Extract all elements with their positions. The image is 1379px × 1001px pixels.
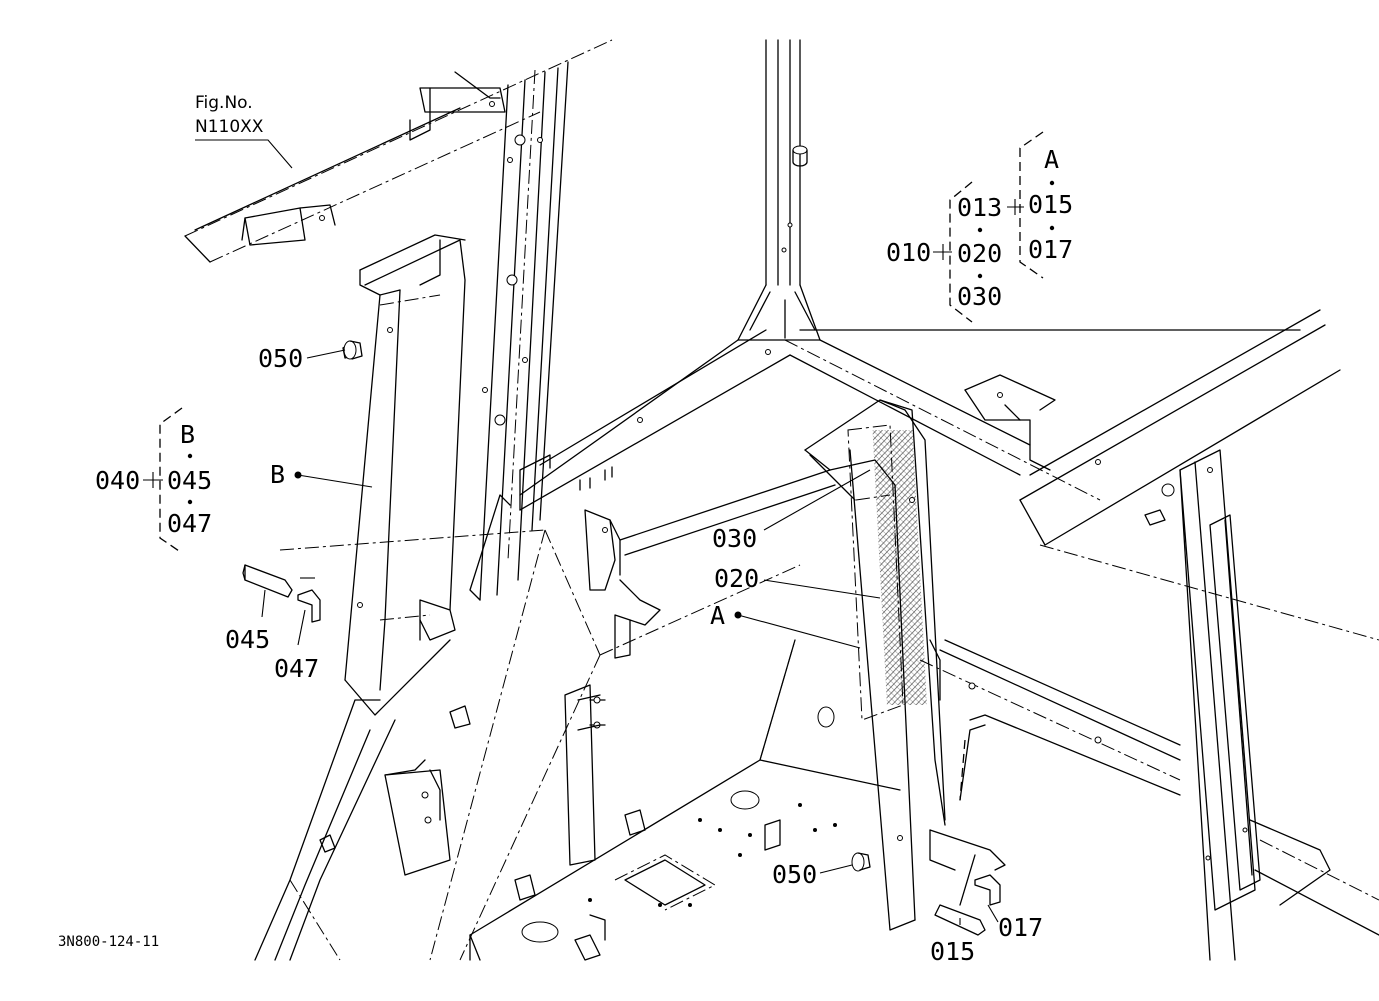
group-a-sub-030: 030	[957, 282, 1002, 311]
fig-ref-title: Fig.No.	[195, 93, 253, 113]
group-b-marker: B	[180, 420, 195, 449]
callout-047: 047	[274, 654, 319, 683]
group-a-tree: 010 013 020 030 A 015 017	[886, 131, 1073, 323]
drawing-code: 3N800-124-11	[58, 934, 159, 950]
leader-lines	[195, 139, 999, 925]
floor-beams	[519, 329, 1301, 511]
left-post	[469, 61, 569, 601]
callout-017: 017	[998, 913, 1043, 942]
upper-rail	[184, 39, 613, 263]
part-045	[242, 564, 293, 598]
group-a-subsub-015: 015	[1028, 190, 1073, 219]
callout-030: 030	[712, 524, 757, 553]
part-050-lower	[851, 852, 871, 872]
callout-050-lower: 050	[772, 860, 817, 889]
callout-015: 015	[930, 937, 975, 966]
part-b-cover	[344, 234, 466, 716]
floor-panel	[919, 639, 1379, 936]
cab-floor	[469, 639, 901, 961]
group-b-assembly-label: 040	[95, 466, 140, 495]
callout-labels: Fig.No. N110XX 050 B 045 047 030 020 A 0…	[58, 93, 1043, 966]
callout-045: 045	[225, 625, 270, 654]
center-post	[737, 39, 821, 341]
fig-ref-code: N110XX	[195, 117, 264, 137]
right-beam	[964, 309, 1379, 641]
group-a-assembly-label: 010	[886, 238, 931, 267]
group-a-sub-020: 020	[957, 239, 1002, 268]
callout-050-upper: 050	[258, 344, 303, 373]
part-047	[297, 589, 321, 623]
group-a-subsub-017: 017	[1028, 235, 1073, 264]
group-b-tree: B 040 045 047	[95, 407, 212, 554]
left-brackets	[384, 509, 661, 876]
part-015	[934, 904, 986, 936]
right-post	[1144, 449, 1261, 961]
group-b-sub-047: 047	[167, 509, 212, 538]
group-a-marker: A	[1044, 145, 1059, 174]
callout-b: B	[270, 460, 285, 489]
callout-a: A	[710, 601, 725, 630]
callout-020: 020	[714, 564, 759, 593]
group-a-sub-013: 013	[957, 193, 1002, 222]
part-050-upper	[342, 340, 363, 360]
group-b-sub-045: 045	[167, 466, 212, 495]
part-017	[974, 874, 1001, 906]
part-a-cover	[804, 399, 1006, 931]
